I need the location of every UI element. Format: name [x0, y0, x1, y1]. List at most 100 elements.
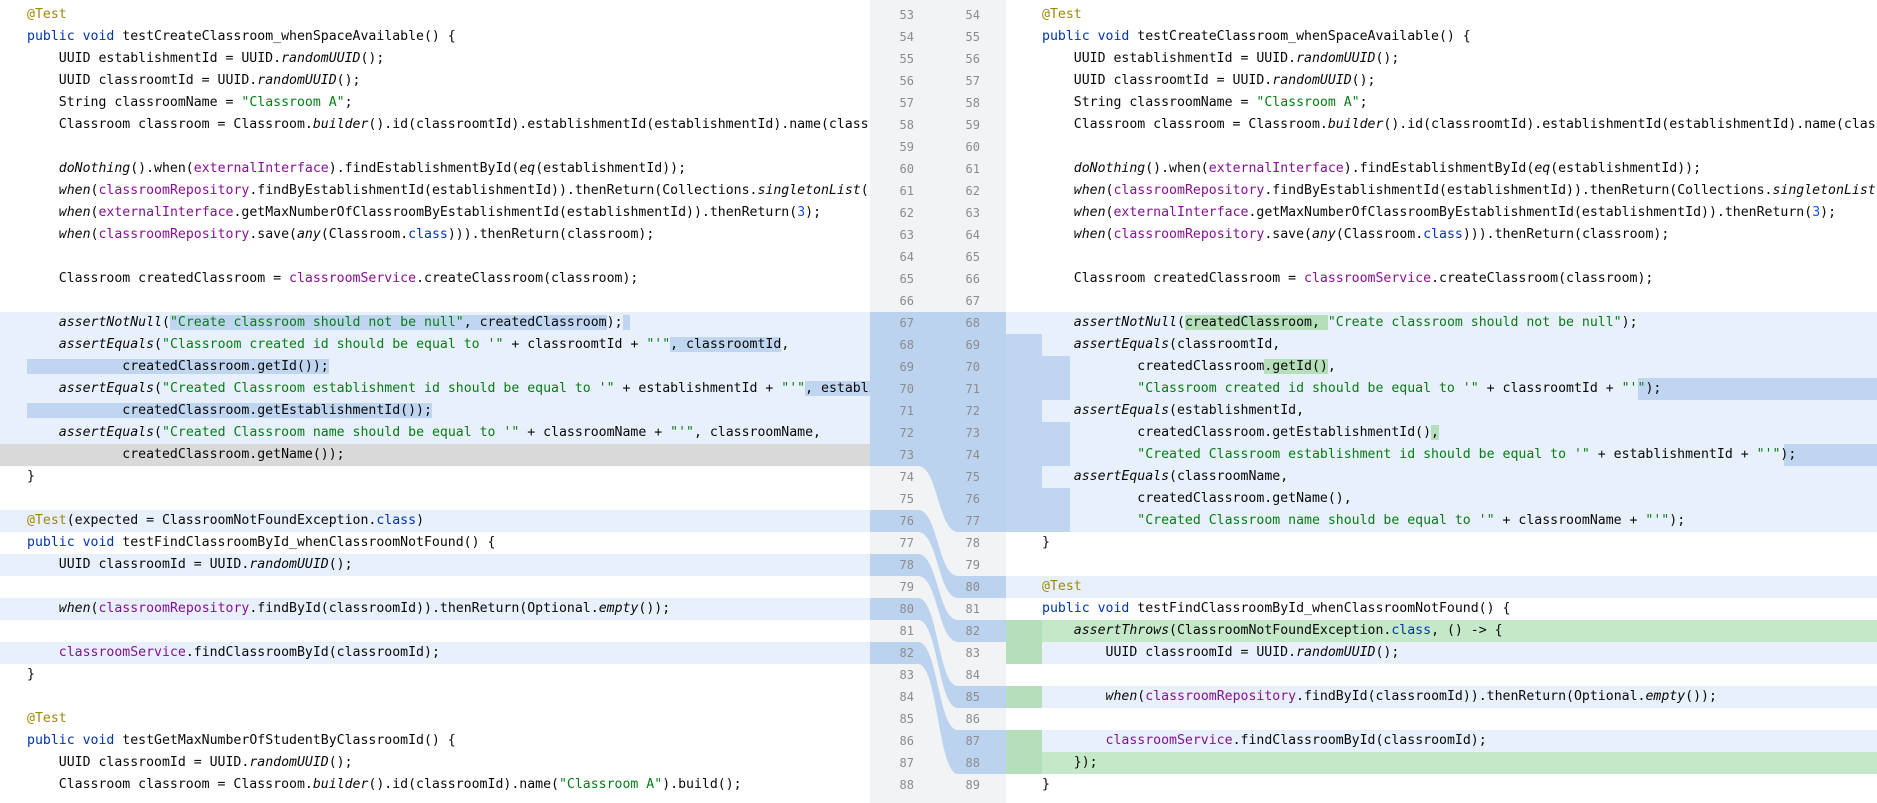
code-line[interactable]: }: [0, 664, 870, 686]
code-line[interactable]: [0, 620, 870, 642]
change-highlight: [1006, 488, 1070, 510]
code-line[interactable]: }: [1006, 774, 1877, 796]
code-line[interactable]: UUID classroomId = UUID.randomUUID();: [0, 554, 870, 576]
code-line[interactable]: [1006, 136, 1877, 158]
code-line[interactable]: UUID classroomtId = UUID.randomUUID();: [1006, 70, 1877, 92]
code-line[interactable]: @Test(expected = ClassroomNotFoundExcept…: [0, 510, 870, 532]
code-line[interactable]: UUID establishmentId = UUID.randomUUID()…: [1006, 48, 1877, 70]
code-token: createdClassroom.getName(),: [1042, 491, 1352, 506]
code-line[interactable]: String classroomName = "Classroom A";: [1006, 92, 1877, 114]
code-line[interactable]: [0, 290, 870, 312]
code-token: 3: [1812, 205, 1821, 220]
code-line[interactable]: assertEquals(classroomtId,: [1006, 334, 1877, 356]
code-token: );: [1820, 205, 1837, 220]
code-line[interactable]: [1006, 708, 1877, 730]
code-token: assertEquals: [1073, 403, 1170, 418]
code-line[interactable]: @Test: [0, 4, 870, 26]
code-token: randomUUID: [1272, 73, 1352, 88]
code-line[interactable]: createdClassroom.getName());: [0, 444, 870, 466]
code-line[interactable]: Classroom createdClassroom = classroomSe…: [1006, 268, 1877, 290]
code-token: "'": [646, 337, 671, 352]
code-line[interactable]: public void testCreateClassroom_whenSpac…: [1006, 26, 1877, 48]
code-line[interactable]: String classroomName = "Classroom A";: [0, 92, 870, 114]
code-line[interactable]: Classroom classroom = Classroom.builder(…: [1006, 114, 1877, 136]
code-line[interactable]: Classroom classroom = Classroom.builder(…: [0, 774, 870, 796]
code-token: ).findEstablishmentById(: [1343, 161, 1535, 176]
code-line[interactable]: when(classroomRepository.findByEstablish…: [1006, 180, 1877, 202]
code-line[interactable]: [0, 686, 870, 708]
right-line-number: 78: [965, 536, 980, 550]
code-line[interactable]: assertEquals(establishmentId,: [1006, 400, 1877, 422]
code-line[interactable]: [1006, 290, 1877, 312]
code-line[interactable]: [1006, 664, 1877, 686]
code-line[interactable]: public void testFindClassroomById_whenCl…: [1006, 598, 1877, 620]
code-line[interactable]: when(classroomRepository.save(any(Classr…: [0, 224, 870, 246]
code-token: public void: [27, 29, 123, 44]
code-token: ,: [1431, 425, 1439, 440]
code-line[interactable]: assertEquals("Created Classroom establis…: [0, 378, 870, 400]
code-line[interactable]: UUID establishmentId = UUID.randomUUID()…: [0, 48, 870, 70]
code-line[interactable]: Classroom classroom = Classroom.builder(…: [0, 114, 870, 136]
code-line[interactable]: public void testGetMaxNumberOfStudentByC…: [0, 730, 870, 752]
code-line[interactable]: });: [1006, 752, 1877, 774]
code-line[interactable]: [0, 136, 870, 158]
code-line[interactable]: createdClassroom.getId(),: [1006, 356, 1877, 378]
code-token: eq: [1534, 161, 1551, 176]
code-token: UUID classroomId = UUID.: [27, 557, 250, 572]
code-line[interactable]: UUID classroomId = UUID.randomUUID();: [0, 752, 870, 774]
code-text: assertNotNull(createdClassroom, "Create …: [1042, 312, 1638, 334]
code-line[interactable]: createdClassroom.getId());: [0, 356, 870, 378]
code-line[interactable]: UUID classroomId = UUID.randomUUID();: [1006, 642, 1877, 664]
code-line[interactable]: Classroom createdClassroom = classroomSe…: [0, 268, 870, 290]
code-line[interactable]: when(externalInterface.getMaxNumberOfCla…: [0, 202, 870, 224]
code-line[interactable]: createdClassroom.getEstablishmentId());: [0, 400, 870, 422]
code-token: (Classroom.: [1335, 227, 1424, 242]
code-line[interactable]: doNothing().when(externalInterface).find…: [1006, 158, 1877, 180]
code-line[interactable]: createdClassroom.getEstablishmentId(),: [1006, 422, 1877, 444]
code-line[interactable]: [0, 576, 870, 598]
code-line[interactable]: when(classroomRepository.findById(classr…: [1006, 686, 1877, 708]
code-line[interactable]: when(externalInterface.getMaxNumberOfCla…: [1006, 202, 1877, 224]
code-line[interactable]: when(classroomRepository.save(any(Classr…: [1006, 224, 1877, 246]
code-token: class: [1423, 227, 1463, 242]
code-text: }: [1042, 532, 1050, 554]
code-line[interactable]: [1006, 246, 1877, 268]
code-line[interactable]: classroomService.findClassroomById(class…: [1006, 730, 1877, 752]
code-line[interactable]: doNothing().when(externalInterface).find…: [0, 158, 870, 180]
code-line[interactable]: assertNotNull("Create classroom should n…: [0, 312, 870, 334]
code-token: ;: [1359, 95, 1368, 110]
code-line[interactable]: }: [1006, 532, 1877, 554]
code-token: (classroom));: [1876, 183, 1877, 198]
code-line[interactable]: assertEquals("Created Classroom name sho…: [0, 422, 870, 444]
code-token: [1042, 447, 1137, 462]
code-line[interactable]: classroomService.findClassroomById(class…: [0, 642, 870, 664]
code-line[interactable]: UUID classroomtId = UUID.randomUUID();: [0, 70, 870, 92]
code-line[interactable]: @Test: [0, 708, 870, 730]
code-line[interactable]: assertEquals("Classroom created id shoul…: [0, 334, 870, 356]
code-line[interactable]: [1006, 554, 1877, 576]
left-line-number: 64: [899, 250, 914, 264]
code-line[interactable]: }: [0, 466, 870, 488]
code-line[interactable]: @Test: [1006, 576, 1877, 598]
code-line[interactable]: assertEquals(classroomName,: [1006, 466, 1877, 488]
code-line[interactable]: when(classroomRepository.findById(classr…: [0, 598, 870, 620]
code-line[interactable]: "Classroom created id should be equal to…: [1006, 378, 1877, 400]
right-line-number: 63: [965, 206, 980, 220]
left-line-number: 81: [899, 624, 914, 638]
code-line[interactable]: createdClassroom.getName(),: [1006, 488, 1877, 510]
code-line[interactable]: @Test: [1006, 4, 1877, 26]
code-line[interactable]: when(classroomRepository.findByEstablish…: [0, 180, 870, 202]
code-line[interactable]: [0, 246, 870, 268]
code-line[interactable]: [0, 488, 870, 510]
change-highlight: [1006, 378, 1070, 400]
code-line[interactable]: "Created Classroom establishment id shou…: [1006, 444, 1877, 466]
code-line[interactable]: public void testFindClassroomById_whenCl…: [0, 532, 870, 554]
code-token: );: [805, 205, 822, 220]
code-line[interactable]: assertThrows(ClassroomNotFoundException.…: [1006, 620, 1877, 642]
code-token: "Classroom A": [241, 95, 345, 110]
code-line[interactable]: public void testCreateClassroom_whenSpac…: [0, 26, 870, 48]
code-line[interactable]: assertNotNull(createdClassroom, "Create …: [1006, 312, 1877, 334]
code-line[interactable]: "Created Classroom name should be equal …: [1006, 510, 1877, 532]
